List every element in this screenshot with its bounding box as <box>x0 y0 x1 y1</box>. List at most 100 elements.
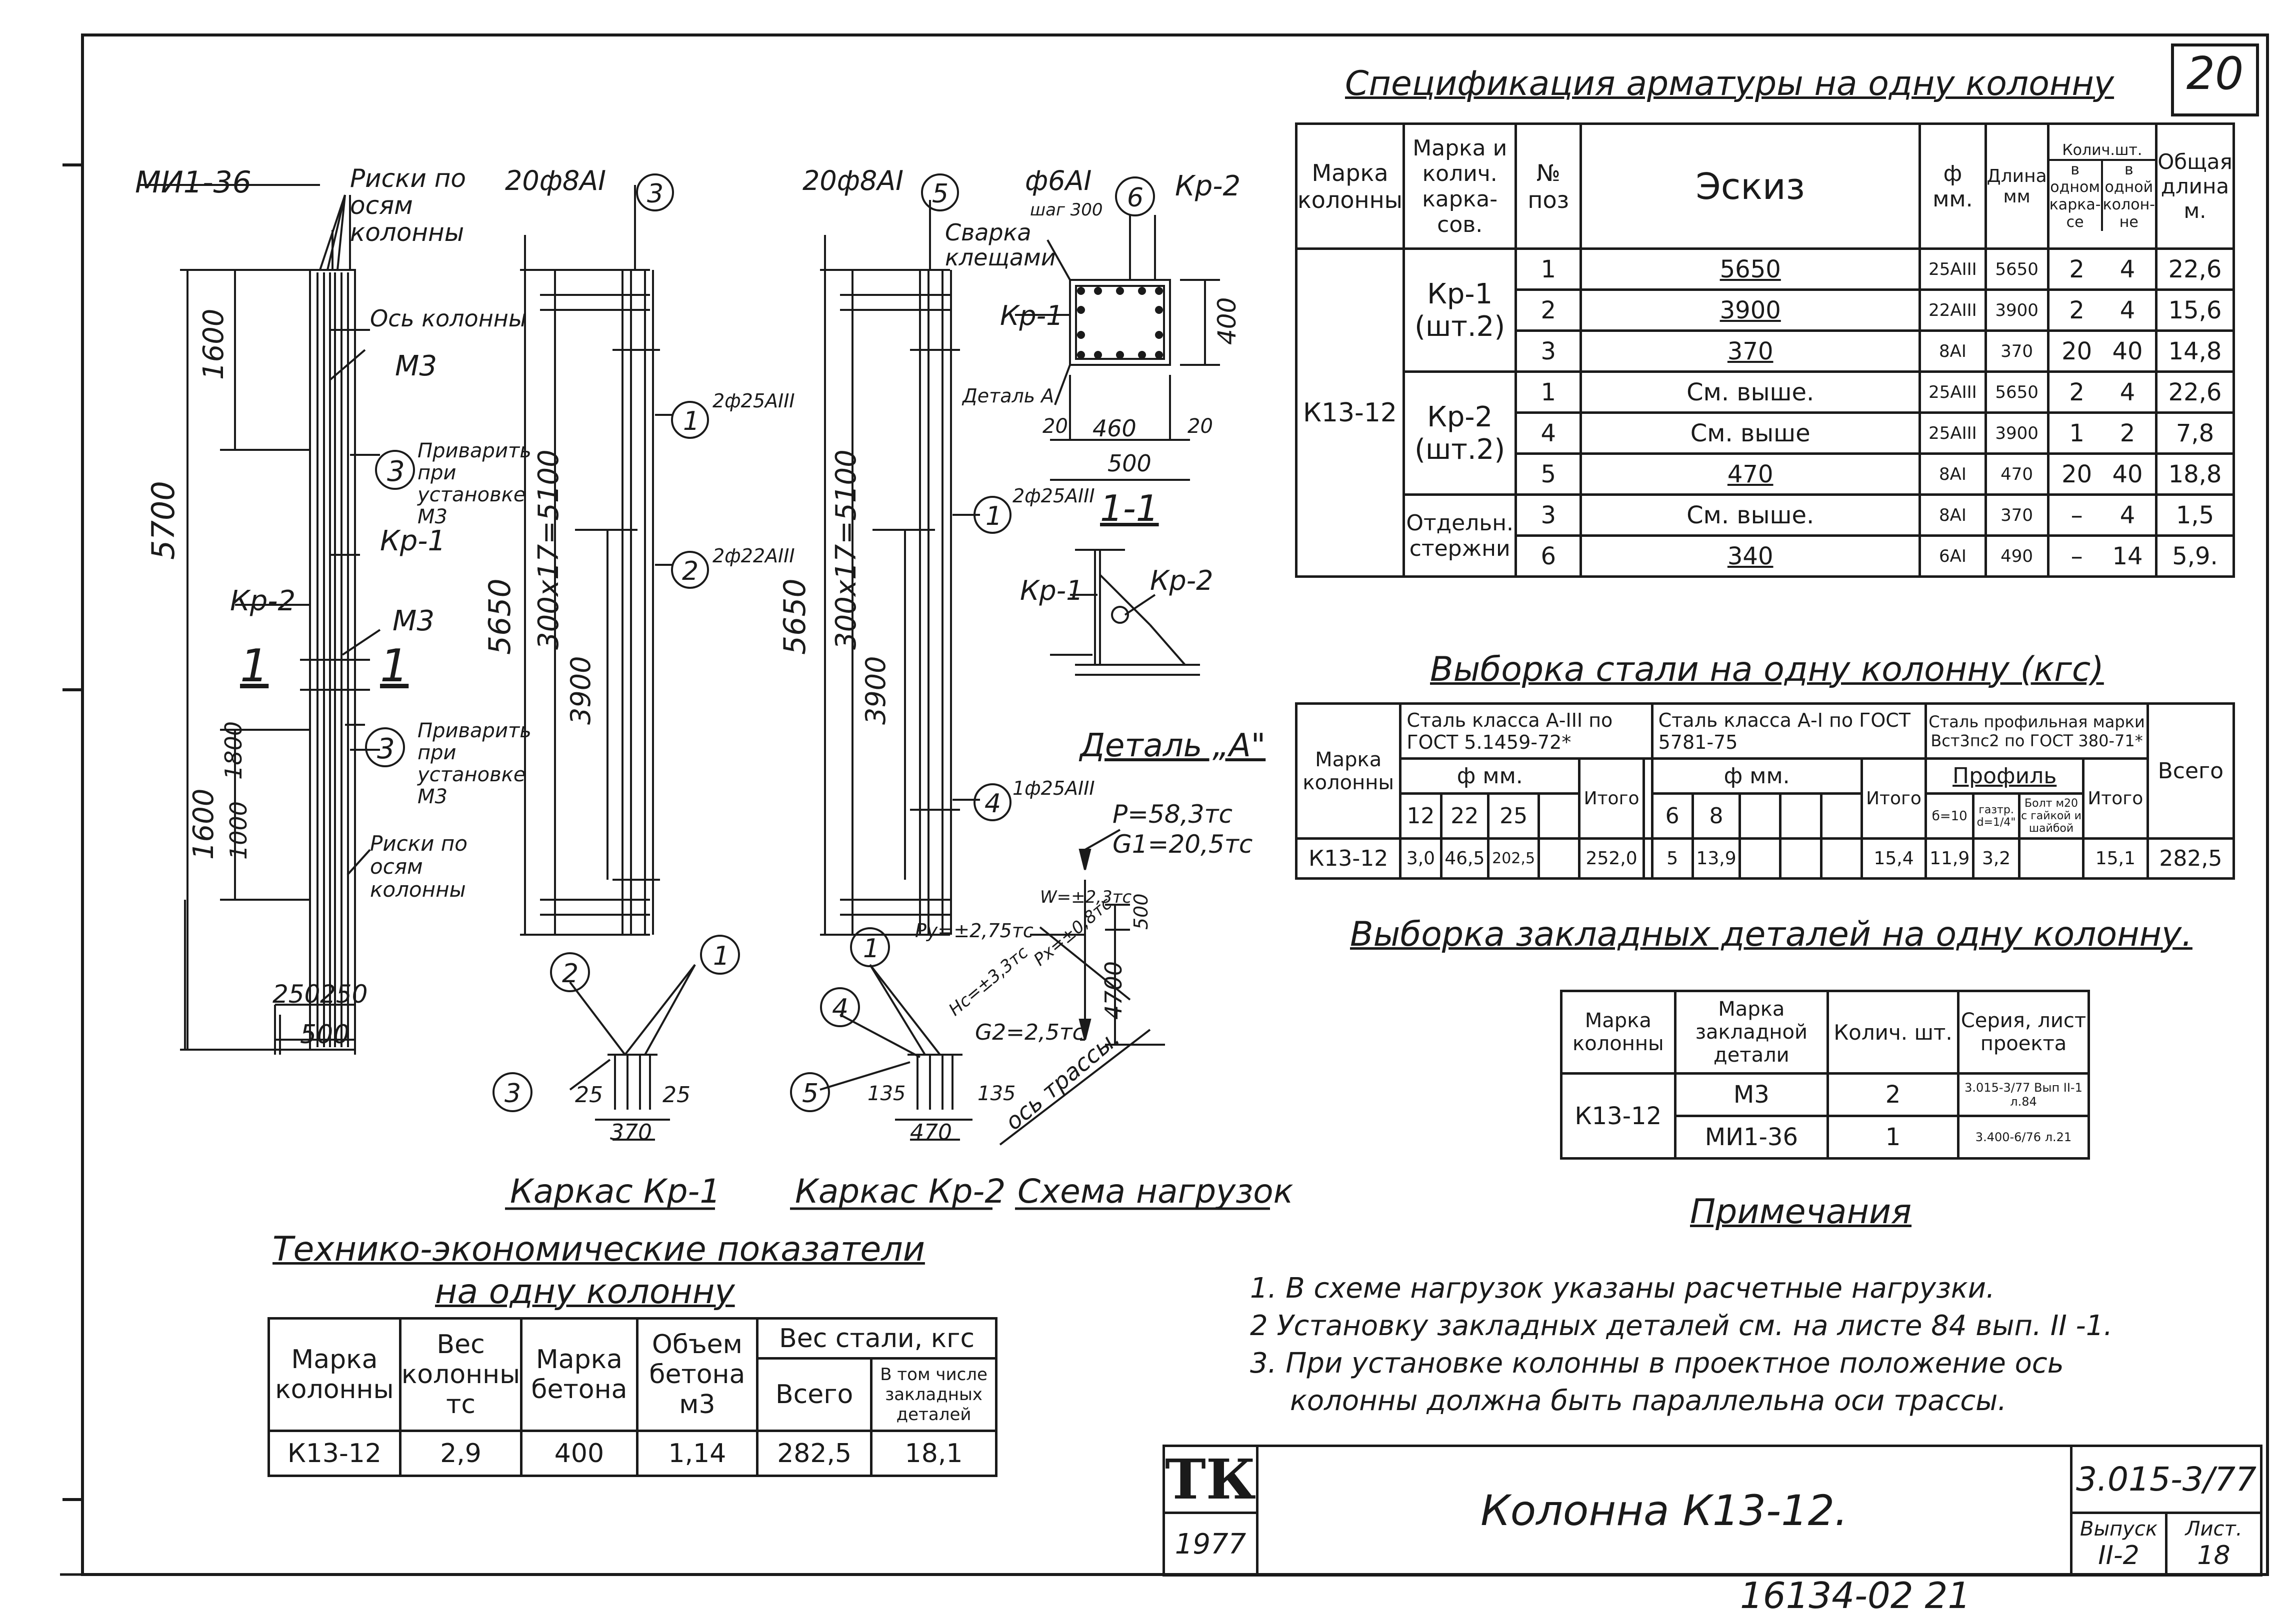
title-block-issue: Выпуск II-2 <box>2070 1512 2168 1577</box>
steel-h-marka: Марка колонны <box>1294 702 1402 840</box>
steel-cell: 11,9 <box>1924 837 1975 880</box>
spec-cell: 340 <box>1580 534 1922 578</box>
spec-h-eskiz: Эскиз <box>1580 122 1922 250</box>
note-2: 2 Установку закладных деталей см. на лис… <box>1250 1310 2113 1342</box>
spec-cell-a: 1 <box>2069 419 2084 447</box>
spec-cell-b: 4 <box>2120 378 2136 406</box>
tech-title-2: на одну колонну <box>435 1272 735 1312</box>
label-section-11: 1-1 <box>1100 487 1159 529</box>
bottom-number: 16134-02 21 <box>1740 1575 1971 1617</box>
spec-h-v1: в одном карка-се <box>2050 161 2103 231</box>
svg-text:3: 3 <box>387 455 405 488</box>
spec-cell-a: 2 <box>2069 255 2084 283</box>
steel-cell: 5 <box>1650 837 1694 880</box>
svg-text:6: 6 <box>1127 183 1144 213</box>
spec-group-3: Отдельн. стержни <box>1402 493 1518 578</box>
emb-h-marka: Марка колонны <box>1560 990 1676 1075</box>
emb-title: Выборка закладных деталей на одну колонн… <box>1350 915 2192 954</box>
emb-cell: 3.400-6/76 л.21 <box>1957 1115 2090 1160</box>
steel-h-c12: 12 <box>1399 792 1442 840</box>
spec-h-marka: Марка колонны <box>1295 122 1405 250</box>
steel-h-vsego: Всего <box>2146 702 2236 840</box>
column-elevation <box>140 184 381 1055</box>
label-bar-2: 20ф8АI <box>802 165 904 196</box>
dim-5650-b: 5650 <box>778 578 812 655</box>
spec-cell: 5 <box>1514 452 1582 496</box>
steel-h-itogo-1: Итого <box>1578 757 1645 840</box>
spec-cell: 15,6 <box>2155 288 2235 332</box>
spec-cell: 22АIII <box>1918 288 1987 332</box>
spec-cell: 2 <box>1514 288 1582 332</box>
emb-cell: М3 <box>1674 1072 1830 1117</box>
spec-col-mark: К13-12 <box>1295 247 1405 578</box>
svg-text:5: 5 <box>802 1079 818 1109</box>
title-block-logo: ТК <box>1162 1445 1258 1514</box>
steel-cell: 15,1 <box>2082 837 2149 880</box>
spec-cell-a: 2 <box>2069 296 2084 324</box>
steel-cell: 282,5 <box>2146 837 2236 880</box>
title-block-sheet: Лист. 18 <box>2165 1512 2262 1577</box>
tech-h-steel: Вес стали, кгс <box>756 1317 998 1360</box>
spec-cell-a: 20 <box>2062 460 2092 488</box>
steel-h-empty <box>1538 792 1581 840</box>
steel-cell: 3,0 <box>1399 837 1442 880</box>
detail-a <box>1050 549 1200 676</box>
spec-cell: 8АI <box>1918 452 1987 496</box>
tech-h-marka: Марка колонны <box>268 1317 402 1432</box>
spec-cell: 5,9. <box>2155 534 2235 578</box>
spec-cell: 490 <box>1984 534 2050 578</box>
title-block-series: 3.015-3/77 <box>2070 1445 2262 1514</box>
dim-135-b: 135 <box>978 1082 1016 1105</box>
spec-cell: 18,8 <box>2155 452 2235 496</box>
label-mi: МИ1-36 <box>135 165 252 200</box>
label-callout-1: 2ф25АIII <box>712 390 795 412</box>
spec-cell: 4 <box>1514 411 1582 455</box>
steel-h-c6: 6 <box>1650 792 1694 840</box>
dim-3900-a: 3900 <box>565 656 596 725</box>
label-detail-a-ref: Деталь А <box>962 385 1054 407</box>
spec-h-karkas: Марка и колич. карка-сов. <box>1402 122 1518 250</box>
spec-h-no: № поз <box>1514 122 1582 250</box>
steel-title: Выборка стали на одну колонну (кгс) <box>1430 650 2104 689</box>
dim-500-c: 500 <box>1130 893 1152 930</box>
steel-cell <box>2018 837 2084 880</box>
spec-cell-a: – <box>2070 542 2083 570</box>
emb-cell: 1 <box>1826 1115 1960 1160</box>
caption-kr2: Каркас Кр-2 <box>795 1172 1006 1211</box>
dim-135-a: 135 <box>868 1082 906 1105</box>
tech-cell: К13-12 <box>268 1430 402 1477</box>
steel-cell: 252,0 <box>1578 837 1645 880</box>
spec-h-kol-label: Колич.шт. <box>2049 141 2155 161</box>
spec-h-total: Общая длина м. <box>2155 122 2235 250</box>
spec-cell: 5650 <box>1984 247 2050 291</box>
label-privarit-1: Приварить при установке М3 <box>418 439 532 528</box>
dim-250-b: 250 <box>320 980 368 1009</box>
spec-cell: 8АI <box>1918 493 1987 537</box>
spec-cell: 8АI <box>1918 329 1987 373</box>
svg-text:1: 1 <box>863 934 880 964</box>
spec-cell: 1,5 <box>2155 493 2235 537</box>
tech-h-incl: В том числе закладных деталей <box>870 1357 998 1432</box>
dim-25-a: 25 <box>575 1082 603 1108</box>
label-section-1a: 1 <box>240 640 269 692</box>
frame-kr1 <box>520 185 672 936</box>
spec-cell: 470 <box>1984 452 2050 496</box>
steel-h-empty <box>1738 792 1782 840</box>
spec-cell-b: 2 <box>2120 419 2136 447</box>
tech-h-concrete: Марка бетона <box>520 1317 638 1432</box>
spec-cell: 25АIII <box>1918 247 1987 291</box>
label-os: Ось колонны <box>370 305 527 332</box>
spec-cell: 3900 <box>1984 411 2050 455</box>
svg-text:1: 1 <box>683 406 700 436</box>
steel-h-phi-1: ф мм. <box>1399 757 1581 795</box>
tech-cell: 18,1 <box>870 1430 998 1477</box>
tech-title-1: Технико-экономические показатели <box>272 1230 925 1269</box>
svg-text:3: 3 <box>377 733 395 765</box>
label-kr2-c: Кр-2 <box>1150 565 1214 596</box>
dim-300-b: 300х17=5100 <box>830 449 862 650</box>
steel-cell: К13-12 <box>1294 837 1402 880</box>
emb-cell: 3.015-3/77 Вып II-1 л.84 <box>1957 1072 2090 1117</box>
